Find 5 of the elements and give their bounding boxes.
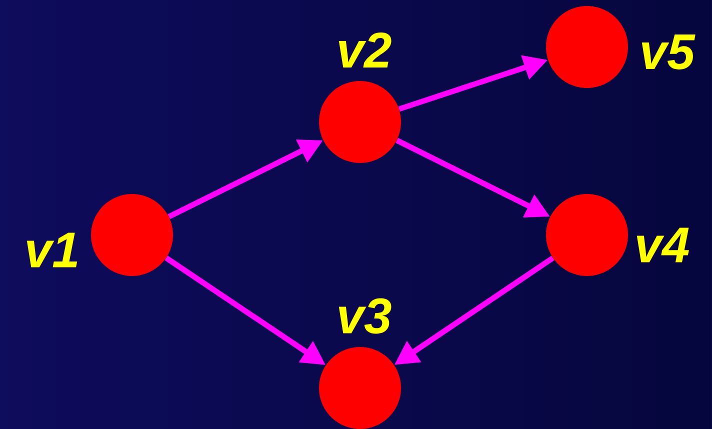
vertex-label: v3 <box>338 298 392 334</box>
vertex-label: v4 <box>636 228 689 262</box>
vertex-label: v1 <box>26 232 78 268</box>
vertex-label: v5 <box>642 34 696 70</box>
vertex-label: v2 <box>338 32 392 68</box>
